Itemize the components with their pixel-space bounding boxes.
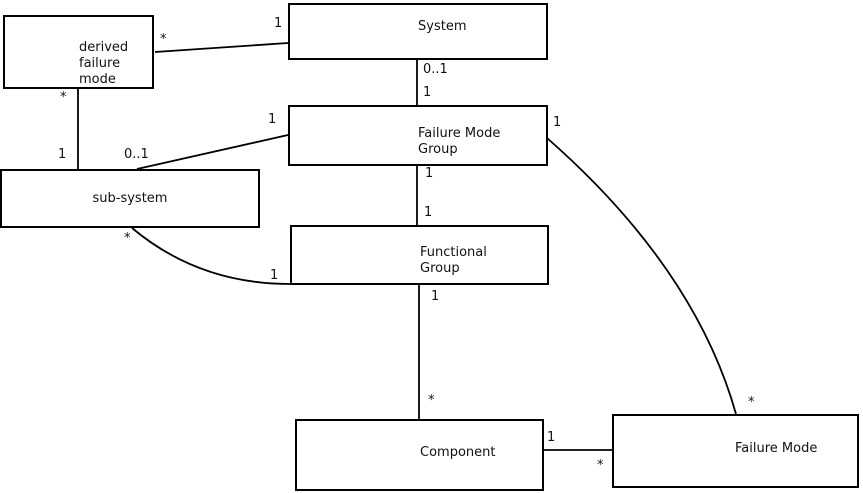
- multiplicity-label-component-fm-target: *: [597, 458, 604, 473]
- association-line-failure-mode-group-failure-mode: [546, 137, 737, 415]
- node-failure-mode-label: Failure Mode: [735, 441, 818, 456]
- multiplicity-label-subsystem-fmg-source: 0..1: [124, 147, 149, 162]
- multiplicity-label-system-fmg-target: 1: [423, 85, 432, 100]
- multiplicity-label-subsystem-fg-source: *: [124, 231, 131, 246]
- multiplicity-label-dfm-system-target: 1: [274, 16, 283, 31]
- node-failure-mode-group-label: Failure Mode Group: [418, 126, 501, 157]
- multiplicity-label-subsystem-fg-target: 1: [270, 268, 279, 283]
- node-component: Component: [295, 419, 544, 491]
- association-line-sub-system-functional-group: [131, 227, 291, 285]
- multiplicity-label-system-fmg-source: 0..1: [423, 62, 448, 77]
- multiplicity-label-dfm-subsystem-target: 1: [58, 147, 67, 162]
- multiplicity-label-fg-component-target: *: [428, 393, 435, 408]
- multiplicity-label-fmg-fg-target: 1: [424, 205, 433, 220]
- node-component-label: Component: [420, 445, 496, 460]
- node-sub-system: sub-system: [0, 169, 260, 228]
- association-line-derived-failure-mode-system: [154, 42, 289, 53]
- multiplicity-label-dfm-system-source: *: [160, 32, 167, 47]
- multiplicity-label-dfm-subsystem-source: *: [60, 90, 67, 105]
- node-system: System: [288, 3, 548, 60]
- association-line-sub-system-failure-mode-group: [136, 134, 289, 170]
- multiplicity-label-fmg-fm-source: 1: [553, 115, 562, 130]
- node-failure-mode: Failure Mode: [612, 414, 859, 488]
- multiplicity-label-fg-component-source: 1: [431, 289, 440, 304]
- node-sub-system-label: sub-system: [92, 191, 168, 206]
- node-system-label: System: [418, 19, 467, 34]
- multiplicity-label-fmg-fg-source: 1: [425, 166, 434, 181]
- node-failure-mode-group: Failure Mode Group: [288, 105, 548, 166]
- multiplicity-label-fmg-fm-target: *: [748, 395, 755, 410]
- multiplicity-label-subsystem-fmg-target: 1: [268, 112, 277, 127]
- node-derived-failure-mode-label: derived failure mode: [79, 40, 129, 87]
- node-derived-failure-mode: derived failure mode: [3, 15, 154, 89]
- node-functional-group-label: Functional Group: [420, 245, 487, 276]
- node-functional-group: Functional Group: [290, 225, 549, 285]
- multiplicity-label-component-fm-source: 1: [547, 430, 556, 445]
